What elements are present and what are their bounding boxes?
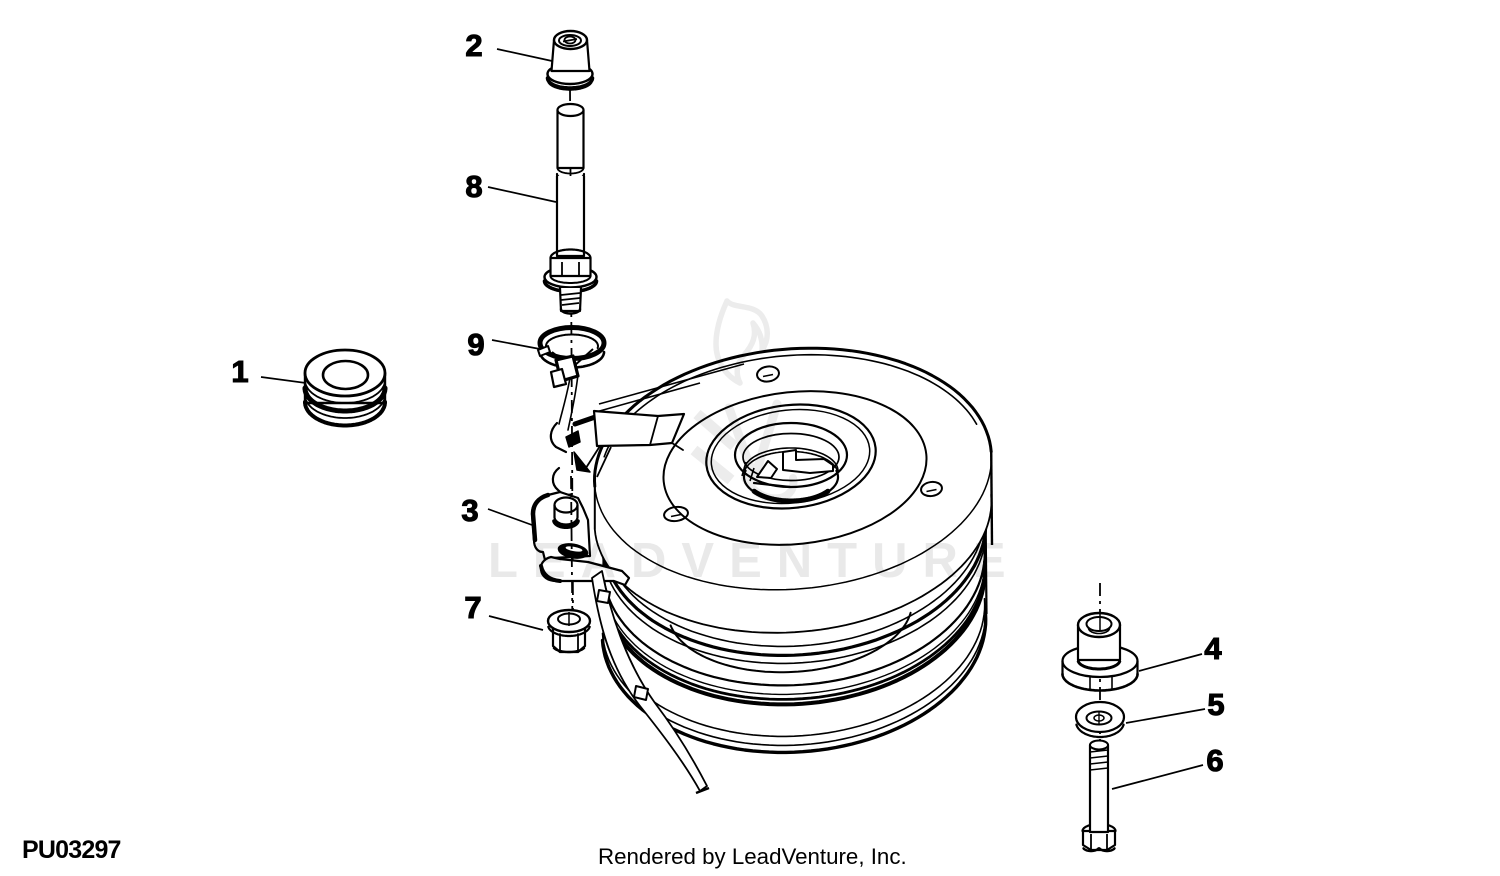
svg-text:4: 4 [1204,631,1222,666]
svg-text:PU03297: PU03297 [22,836,121,864]
svg-text:5: 5 [1207,687,1224,722]
svg-text:9: 9 [467,327,484,362]
svg-text:3: 3 [461,493,478,528]
svg-text:2: 2 [465,28,482,63]
svg-text:LEADVENTURE: LEADVENTURE [488,534,1021,588]
svg-text:1: 1 [231,354,248,389]
svg-text:8: 8 [465,169,482,204]
svg-text:6: 6 [1206,743,1223,778]
svg-text:7: 7 [464,590,481,625]
svg-text:Rendered by LeadVenture, Inc.: Rendered by LeadVenture, Inc. [598,844,907,869]
